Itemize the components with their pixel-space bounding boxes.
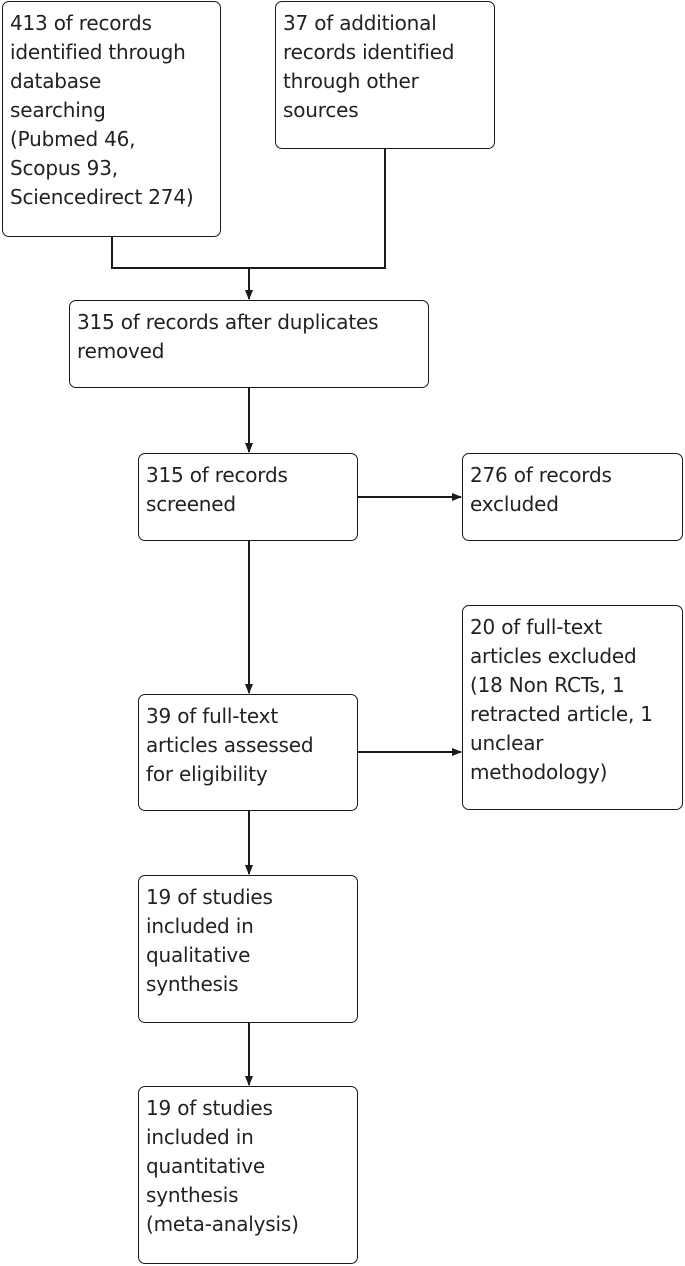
records-other-sources-text: 37 of additional records identified thro…	[283, 11, 455, 122]
fulltext-excluded-box: 20 of full-text articles excluded (18 No…	[462, 605, 683, 810]
records-database-searching-box: 413 of records identified through databa…	[2, 1, 221, 237]
records-after-duplicates-text: 315 of records after duplicates removed	[77, 310, 379, 363]
studies-quantitative-box: 19 of studies included in quantitative s…	[138, 1086, 358, 1264]
records-excluded-text: 276 of records excluded	[470, 463, 612, 516]
studies-qualitative-box: 19 of studies included in qualitative sy…	[138, 875, 358, 1023]
records-database-searching-text: 413 of records identified through databa…	[10, 11, 194, 209]
connector-db-to-merge	[111, 237, 249, 269]
studies-qualitative-text: 19 of studies included in qualitative sy…	[146, 885, 273, 996]
records-screened-text: 315 of records screened	[146, 463, 288, 516]
studies-quantitative-text: 19 of studies included in quantitative s…	[146, 1096, 299, 1236]
records-screened-box: 315 of records screened	[138, 453, 358, 541]
records-excluded-box: 276 of records excluded	[462, 453, 683, 541]
records-other-sources-box: 37 of additional records identified thro…	[275, 1, 495, 149]
fulltext-assessed-text: 39 of full-text articles assessed for el…	[146, 704, 314, 786]
fulltext-assessed-box: 39 of full-text articles assessed for el…	[138, 694, 358, 811]
records-after-duplicates-box: 315 of records after duplicates removed	[69, 300, 429, 388]
fulltext-excluded-text: 20 of full-text articles excluded (18 No…	[470, 615, 653, 784]
connector-other-to-merge	[249, 149, 386, 269]
